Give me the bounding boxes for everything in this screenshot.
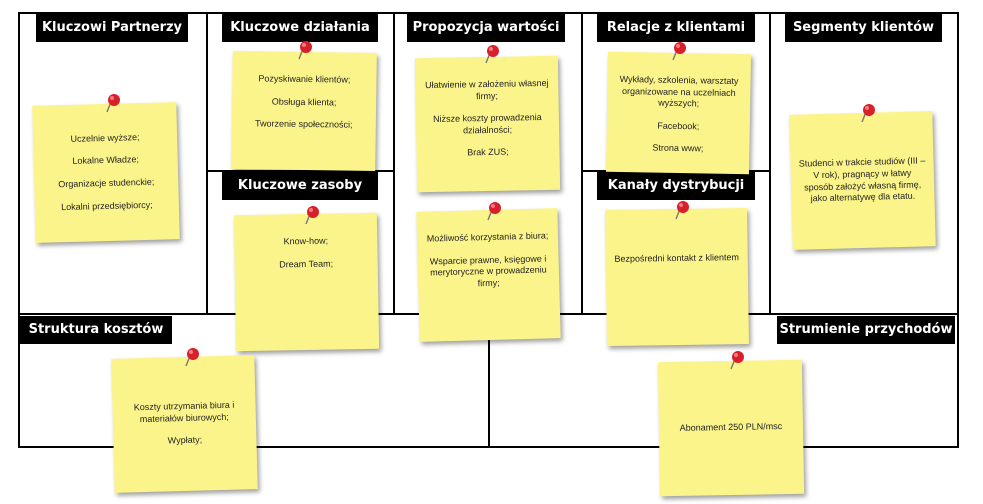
sticky-note-key-partners: Uczelnie wyższe; Lokalne Władze; Organiz…	[32, 102, 180, 243]
divider-v4	[769, 12, 771, 314]
canvas-border-right	[957, 12, 959, 448]
key-partners-item: Organizacje studenckie;	[58, 177, 154, 191]
key-activities-header: Kluczowe działania	[222, 14, 378, 42]
divider-v1	[206, 12, 208, 314]
pushpin-icon	[671, 41, 687, 61]
sticky-note-value-proposition-bottom: Możliwość korzystania z biura; Wsparcie …	[416, 208, 560, 342]
key-resources-header: Kluczowe zasoby	[222, 172, 378, 200]
pushpin-icon	[304, 205, 320, 225]
value-proposition-header: Propozycja wartości	[407, 14, 565, 42]
revenue-streams-item: Abonament 250 PLN/msc	[680, 421, 783, 434]
sticky-note-customer-relationships: Wykłady, szkolenia, warsztaty organizowa…	[606, 52, 751, 174]
customer-segments-item: Studenci w trakcie studiów (III – V rok)…	[798, 156, 926, 205]
customer-relationships-header: Relacje z klientami	[597, 14, 755, 42]
pushpin-icon	[860, 103, 876, 123]
revenue-streams-header: Strumienie przychodów	[777, 316, 955, 344]
divider-v3	[581, 12, 583, 314]
channels-header: Kanały dystrybucji	[597, 172, 755, 200]
key-partners-header: Kluczowi Partnerzy	[36, 14, 188, 42]
pushpin-icon	[729, 350, 745, 370]
value-proposition-item: Niższe koszty prowadzenia działalności;	[424, 112, 551, 137]
customer-relationships-item: Facebook;	[657, 120, 699, 132]
cost-structure-item: Wypłaty;	[168, 435, 203, 447]
value-proposition-item: Wsparcie prawne, księgowe i merytoryczne…	[425, 253, 551, 291]
key-resources-item: Dream Team;	[279, 258, 333, 270]
key-partners-item: Lokalni przedsiębiorcy;	[61, 199, 153, 213]
sticky-note-revenue-streams: Abonament 250 PLN/msc	[658, 360, 804, 496]
pushpin-icon	[486, 201, 502, 221]
key-partners-item: Uczelnie wyższe;	[70, 132, 139, 145]
pushpin-icon	[184, 347, 200, 367]
sticky-note-channels: Bezpośredni kontakt z klientem	[605, 208, 749, 346]
canvas-border-left	[18, 12, 20, 448]
value-proposition-item: Możliwość korzystania z biura;	[427, 230, 549, 245]
sticky-note-cost-structure: Koszty utrzymania biura i materiałów biu…	[111, 355, 257, 493]
customer-segments-header: Segmenty klientów	[785, 14, 942, 42]
customer-relationships-item: Wykłady, szkolenia, warsztaty organizowa…	[615, 74, 743, 111]
key-activities-item: Tworzenie społeczności;	[255, 118, 353, 131]
cost-structure-header: Struktura kosztów	[20, 316, 172, 344]
cost-structure-item: Koszty utrzymania biura i materiałów biu…	[120, 400, 248, 426]
sticky-note-key-activities: Pozyskiwanie klientów; Obsługa klienta; …	[231, 51, 377, 171]
sticky-note-value-proposition-top: Ułatwienie w założeniu własnej firmy; Ni…	[415, 56, 560, 192]
pushpin-icon	[105, 93, 121, 113]
value-proposition-item: Ułatwienie w założeniu własnej firmy;	[423, 78, 550, 103]
channels-item: Bezpośredni kontakt z klientem	[614, 230, 739, 265]
key-activities-item: Pozyskiwanie klientów;	[258, 73, 350, 86]
value-proposition-item: Brak ZUS;	[467, 147, 509, 159]
pushpin-icon	[297, 40, 313, 60]
key-activities-item: Obsługa klienta;	[272, 96, 337, 108]
sticky-note-key-resources: Know-how; Dream Team;	[234, 213, 379, 351]
sticky-note-customer-segments: Studenci w trakcie studiów (III – V rok)…	[789, 111, 935, 250]
key-resources-item: Know-how;	[283, 236, 328, 248]
pushpin-icon	[674, 200, 690, 220]
key-partners-item: Lokalne Władze;	[72, 155, 139, 168]
pushpin-icon	[484, 44, 500, 64]
customer-relationships-item: Strona www;	[652, 143, 703, 155]
divider-v2	[393, 12, 395, 314]
